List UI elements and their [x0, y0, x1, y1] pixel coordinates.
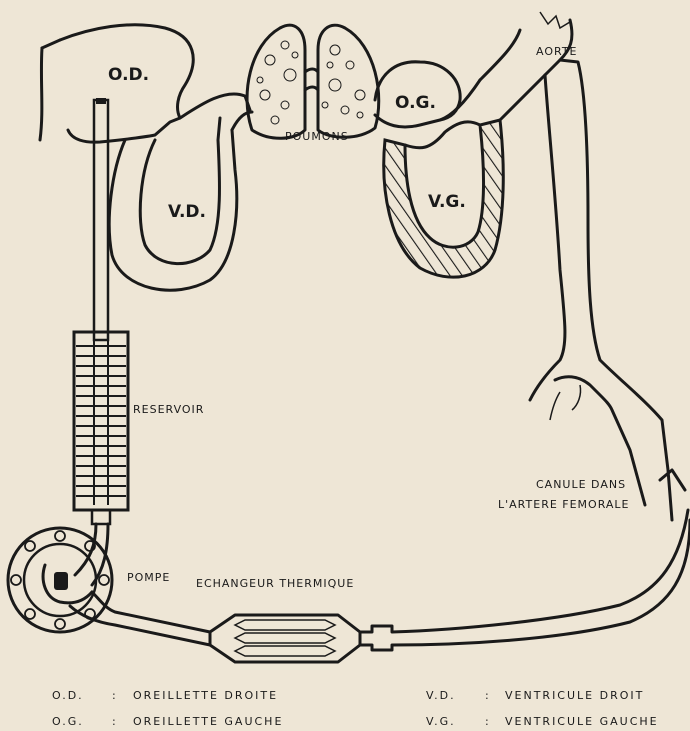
aorta-shape: [480, 20, 572, 120]
legend-abbr-vd: V.D.: [426, 689, 456, 702]
label-poumons: POUMONS: [285, 130, 349, 143]
legend-sep-og: :: [112, 715, 118, 728]
legend-sep-od: :: [112, 689, 118, 702]
label-reservoir: RESERVOIR: [133, 403, 204, 416]
label-canule-line2: L'ARTERE FEMORALE: [498, 498, 630, 511]
label-vd: V.D.: [168, 202, 206, 222]
reservoir: [74, 332, 128, 524]
legend-text-od: OREILLETTE DROITE: [133, 689, 278, 702]
label-canule-line1: CANULE DANS: [536, 478, 626, 491]
legend-sep-vg: :: [485, 715, 491, 728]
legend: O.D. : OREILLETTE DROITE O.G. : OREILLET…: [52, 689, 659, 728]
venous-cannula: [94, 100, 108, 340]
label-vg: V.G.: [428, 192, 466, 212]
pump: [8, 528, 112, 632]
label-pompe: POMPE: [127, 571, 170, 584]
label-od: O.D.: [108, 65, 149, 85]
label-og: O.G.: [395, 93, 436, 113]
legend-abbr-og: O.G.: [52, 715, 84, 728]
legend-text-vg: VENTRICULE GAUCHE: [505, 715, 659, 728]
heat-exchanger: [210, 615, 360, 662]
lungs-shape: [247, 25, 379, 138]
label-echangeur: ECHANGEUR THERMIQUE: [196, 577, 354, 590]
legend-text-vd: VENTRICULE DROIT: [505, 689, 644, 702]
legend-abbr-vg: V.G.: [426, 715, 456, 728]
legend-text-og: OREILLETTE GAUCHE: [133, 715, 283, 728]
legend-sep-vd: :: [485, 689, 491, 702]
label-aorte: AORTE: [536, 45, 578, 58]
legend-abbr-od: O.D.: [52, 689, 84, 702]
